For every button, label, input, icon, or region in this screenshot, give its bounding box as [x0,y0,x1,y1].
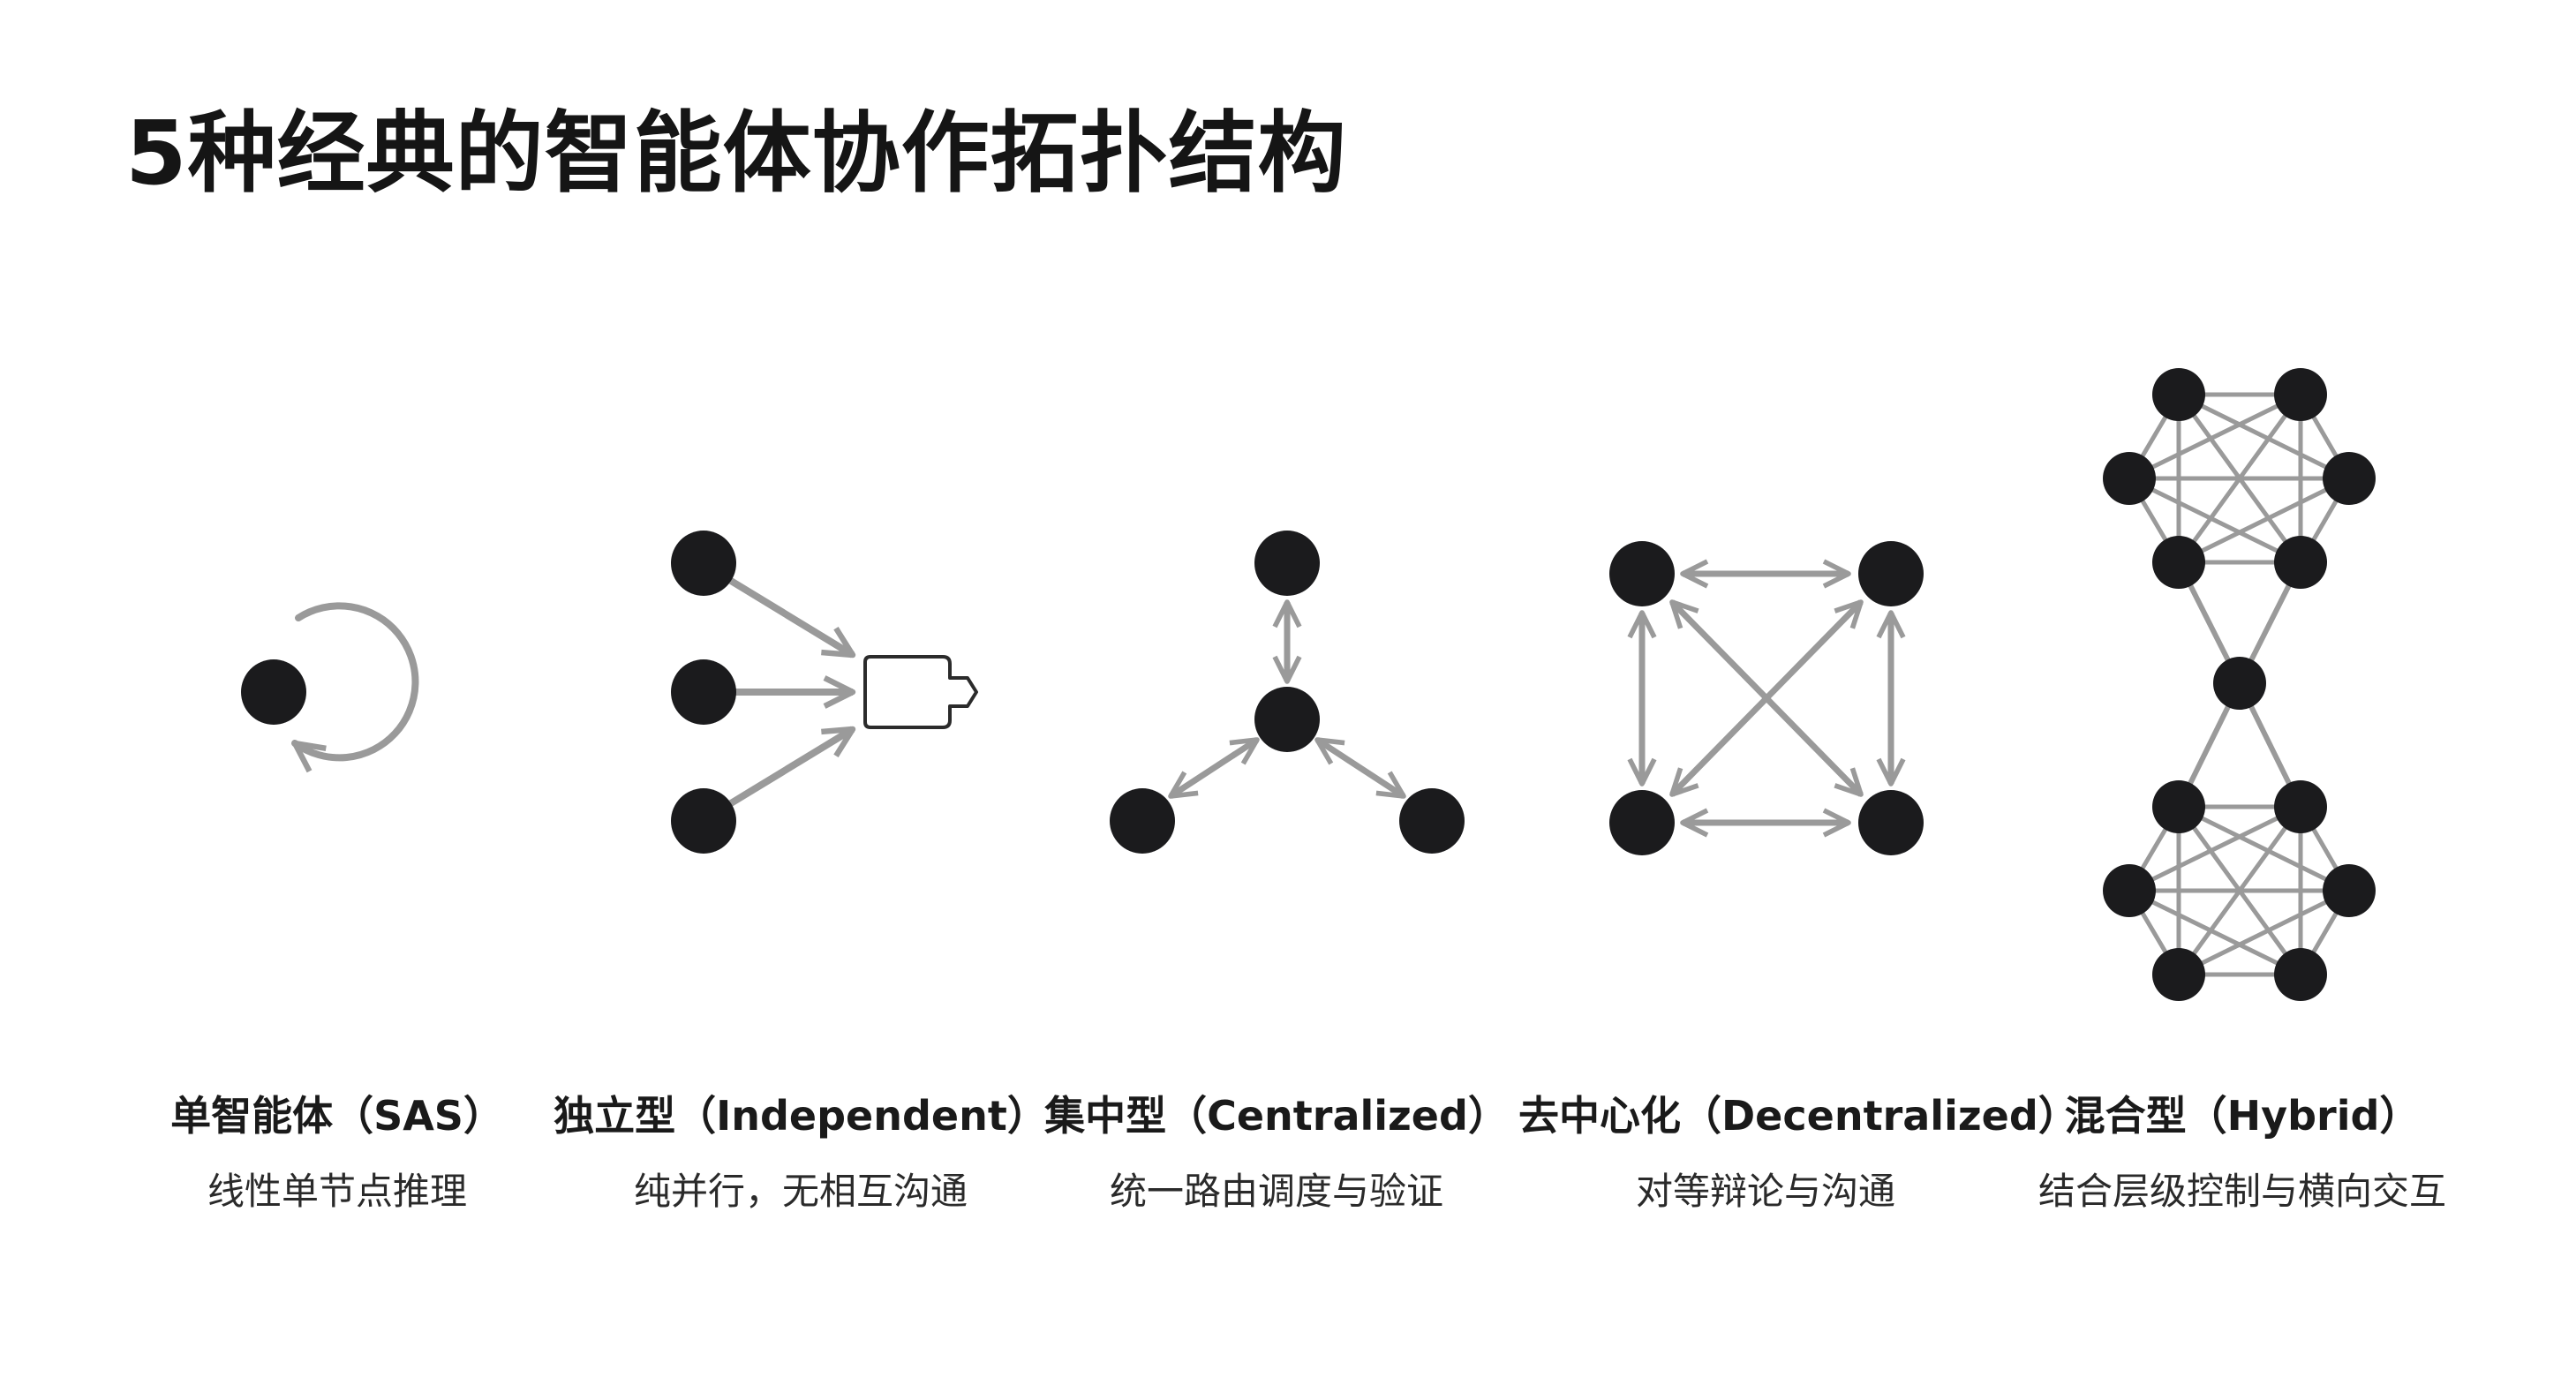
edge-line [2177,476,2351,565]
agent-node [241,659,306,725]
hub-node [1254,687,1320,752]
edge-line [2128,476,2302,565]
agent-node [1858,790,1924,855]
centralized-topology [1110,531,1465,854]
agent-node [2103,452,2156,505]
edge-line [2177,392,2351,481]
edge-arrow [1669,599,1864,797]
agent-node [2323,452,2376,505]
topology-description: 纯并行，无相互沟通 [633,1170,968,1213]
agent-node [2152,948,2205,1001]
agent-node [2274,536,2327,589]
agent-node [2152,368,2205,421]
agent-node [1110,788,1175,854]
agent-node [1254,531,1320,596]
edge-arrow [728,577,856,659]
page-title: 5种经典的智能体协作拓扑结构 [125,102,1347,205]
agent-node [2274,368,2327,421]
topology-description: 结合层级控制与横向交互 [2037,1170,2446,1213]
agent-node [2103,864,2156,917]
agent-node [2152,780,2205,833]
edge-arrow [728,726,856,807]
edge-line [2128,392,2302,481]
agent-node [2323,864,2376,917]
edge-arrow [1168,737,1260,799]
edge-line [2128,804,2302,893]
topology-description: 线性单节点推理 [207,1170,467,1213]
agent-node [671,659,736,725]
caption-hybrid: 混合型（Hybrid） 结合层级控制与横向交互 [1995,1084,2489,1216]
agent-node [1858,541,1924,606]
agent-node [2152,536,2205,589]
caption-sas: 单智能体（SAS） 线性单节点推理 [90,1084,584,1216]
edge-arrow [1314,737,1406,799]
caption-independent: 独立型（Independent） 纯并行，无相互沟通 [554,1084,1048,1216]
topology-description: 统一路由调度与验证 [1109,1170,1443,1213]
edge-line [2177,888,2351,977]
decentralized-topology [1609,541,1924,855]
edge-line [2128,888,2302,977]
agent-node [2274,780,2327,833]
topology-name: 集中型（Centralized） [1044,1092,1509,1140]
topology-name: 独立型（Independent） [554,1092,1048,1140]
agent-node [1399,788,1465,854]
caption-decentralized: 去中心化（Decentralized） 对等辩论与沟通 [1518,1084,2079,1216]
independent-topology [671,531,978,854]
topology-name: 去中心化（Decentralized） [1518,1092,2079,1140]
agent-node [671,788,736,854]
agent-node [1609,541,1675,606]
self-loop-arrow [291,602,419,773]
bridge-node [2213,657,2266,710]
output-aggregate-icon [863,655,978,729]
topology-description: 对等辩论与沟通 [1635,1170,1895,1213]
agent-node [1609,790,1675,855]
caption-centralized: 集中型（Centralized） 统一路由调度与验证 [1029,1084,1524,1216]
hybrid-topology [2103,368,2376,1001]
edge-line [2177,804,2351,893]
agent-node [2274,948,2327,1001]
agent-node [671,531,736,596]
topology-name: 单智能体（SAS） [170,1092,504,1140]
sas-topology [241,602,419,773]
topology-name: 混合型（Hybrid） [2064,1092,2421,1140]
